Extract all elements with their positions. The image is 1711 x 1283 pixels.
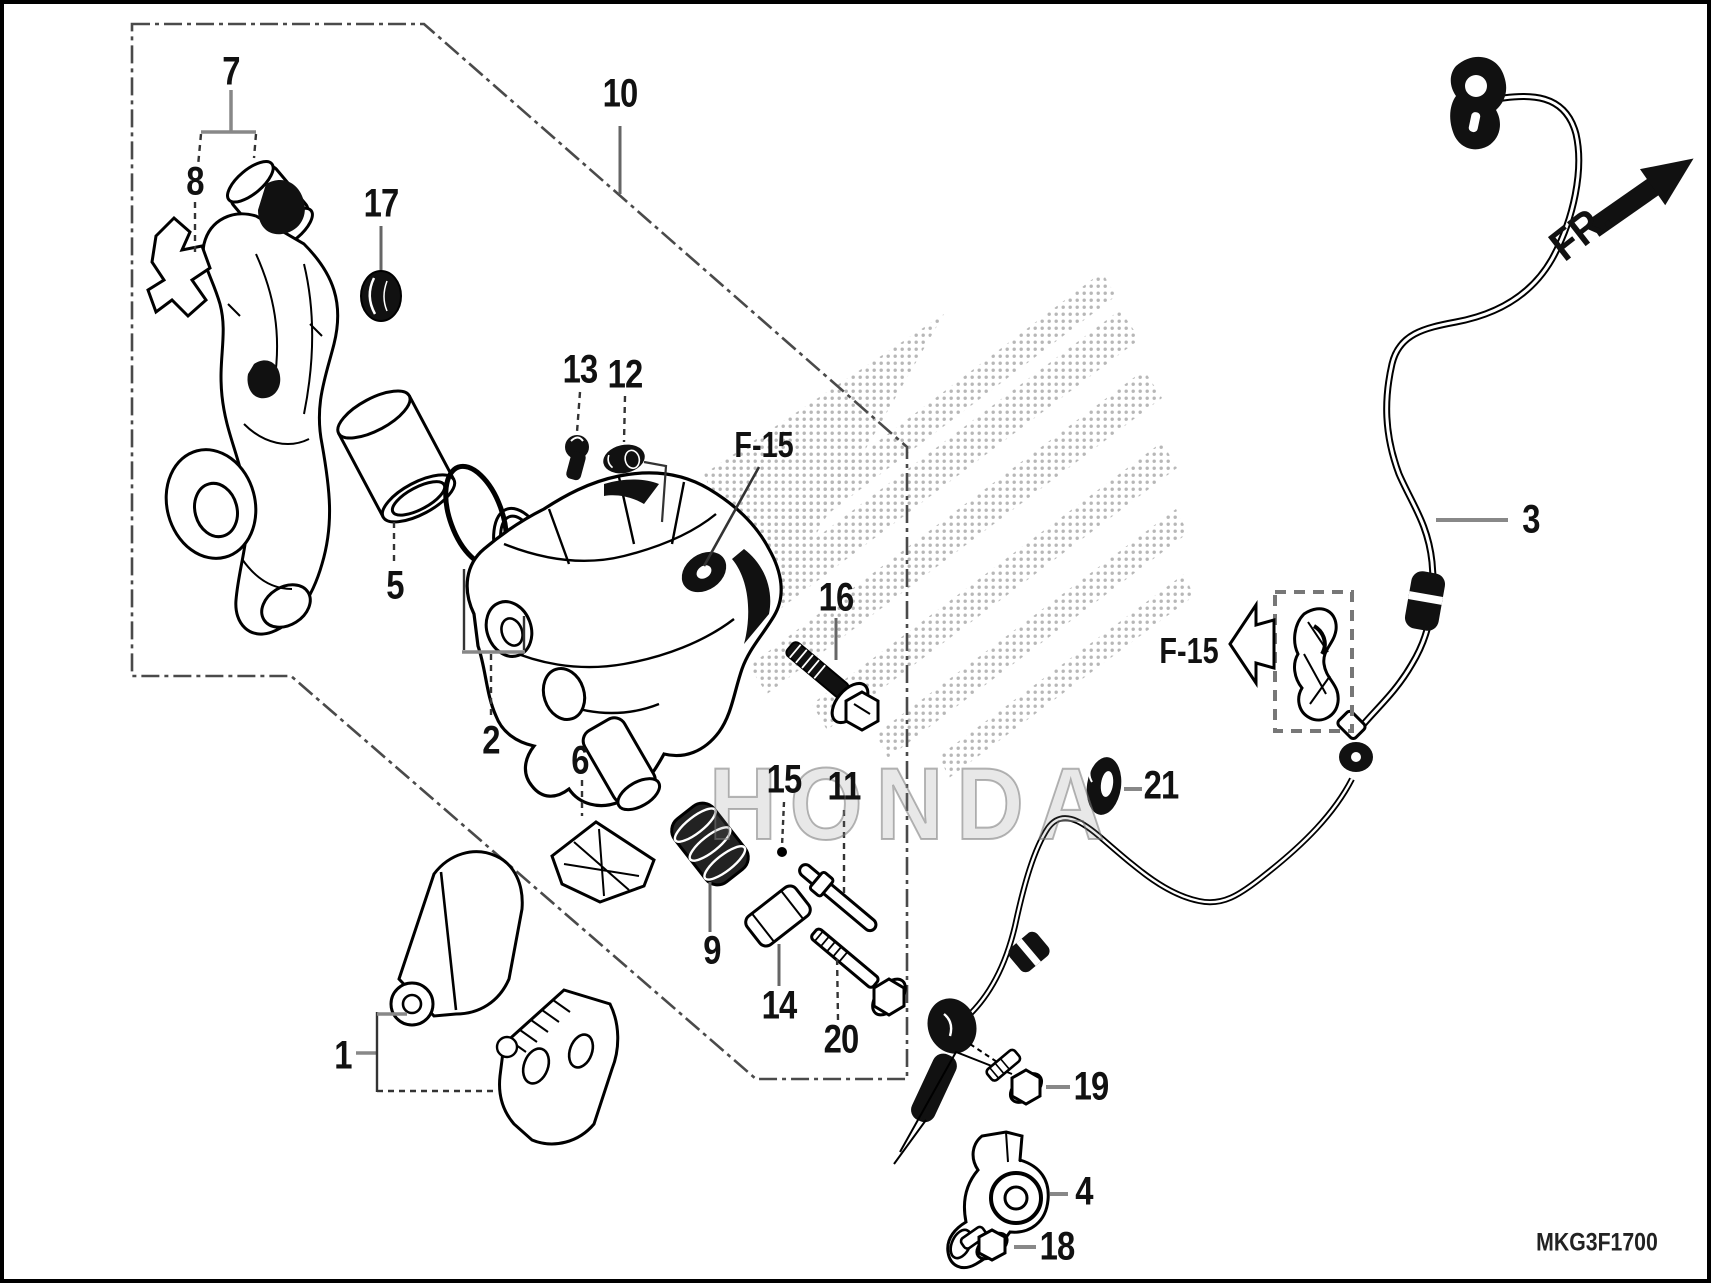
bleeder-valve-drawing — [565, 435, 589, 481]
piston-drawing — [336, 389, 457, 524]
callout-5: 5 — [386, 563, 404, 608]
callout-1: 1 — [334, 1033, 352, 1078]
hose-fitting-drawing — [1404, 571, 1446, 631]
brake-pads-drawing — [389, 850, 620, 1146]
f15-reference-box — [1273, 590, 1354, 733]
valve-cap-drawing — [603, 444, 645, 474]
bleed-cap-drawing — [360, 270, 402, 322]
bracket-bolt-drawing — [959, 1225, 1009, 1262]
leader-lines — [193, 90, 1508, 1249]
callout-9: 9 — [703, 928, 721, 973]
callout-8: 8 — [186, 159, 204, 204]
caliper-body-drawing — [465, 471, 783, 812]
brake-hose-drawing — [963, 93, 1583, 1021]
assembly-boundary-box — [130, 22, 909, 1081]
callout-14: 14 — [761, 983, 798, 1028]
diagram-artwork — [130, 22, 1694, 1269]
pin-sleeve-drawing — [744, 884, 812, 948]
pad-pin-drawing — [798, 863, 878, 933]
grommet-drawing — [1086, 757, 1122, 815]
callout-11: 11 — [827, 764, 861, 809]
callout-17: 17 — [363, 181, 400, 226]
wire-clamp-drawing — [1008, 931, 1050, 973]
pin-plug-drawing — [777, 847, 787, 857]
callout-15: 15 — [766, 757, 803, 802]
caliper-bracket-drawing — [164, 160, 340, 636]
callout-19: 19 — [1073, 1064, 1110, 1109]
callout-21: 21 — [1143, 763, 1180, 808]
pad-retainer-clip-drawing — [146, 215, 212, 319]
abs-sensor-drawing — [893, 998, 1013, 1165]
fr-arrow-icon — [1587, 158, 1694, 237]
callout-3: 3 — [1522, 497, 1540, 542]
section-ref-f15-caliper: F-15 — [734, 424, 794, 465]
diagram-code: MKG3F1700 — [1536, 1228, 1658, 1257]
callout-7: 7 — [222, 49, 240, 94]
callout-12: 12 — [607, 352, 644, 397]
pad-spring-drawing — [550, 820, 656, 904]
callout-4: 4 — [1075, 1169, 1093, 1214]
callout-16: 16 — [818, 575, 855, 620]
caliper-bolt-drawing — [810, 927, 907, 1017]
callout-10: 10 — [602, 71, 639, 116]
callout-18: 18 — [1039, 1224, 1076, 1269]
callout-13: 13 — [562, 347, 599, 392]
hose-connector-drawing — [1450, 56, 1507, 150]
honda-watermark-text: HONDA — [708, 746, 1118, 862]
pin-boot-drawing — [670, 801, 750, 887]
callout-6: 6 — [571, 738, 589, 783]
callout-20: 20 — [823, 1017, 860, 1062]
banjo-bolt-drawing — [785, 641, 880, 732]
section-ref-f15-clamp: F-15 — [1159, 630, 1219, 671]
callout-2: 2 — [482, 718, 500, 763]
sensor-bolt-drawing — [969, 1043, 1043, 1106]
honda-wing-watermark — [704, 272, 1194, 778]
f15-arrow-icon — [1228, 600, 1276, 688]
